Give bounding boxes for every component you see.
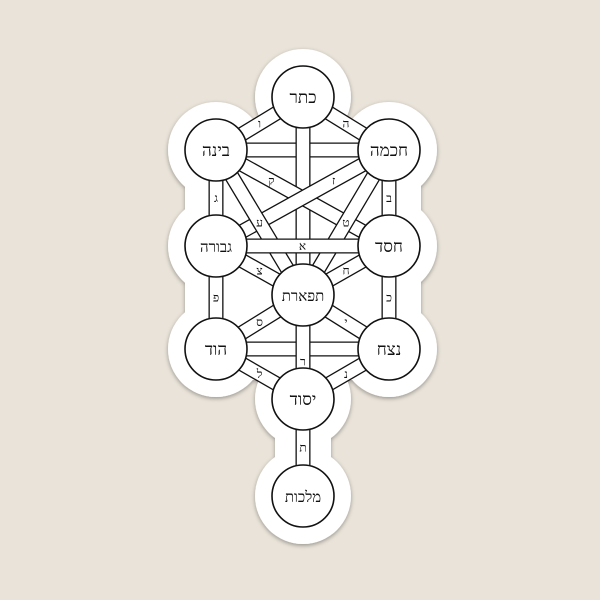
path-chokhmah-gevurah: ז — [212, 143, 393, 253]
sephirah-binah: בינה — [184, 118, 248, 182]
path-letter: ו — [258, 117, 261, 131]
sephirah-label: בינה — [202, 141, 230, 161]
path-letter: ל — [256, 367, 263, 381]
path-letter: נ — [344, 367, 348, 381]
sephirah-label: תפארת — [282, 287, 325, 305]
sephirah-label: חסד — [375, 237, 403, 257]
sephirah-label: הוד — [205, 340, 227, 360]
path-letter: ה — [343, 117, 350, 131]
path-letter: ת — [299, 441, 306, 455]
sephirah-gevurah: גבורה — [184, 214, 248, 278]
path-letter: צ — [256, 264, 262, 278]
sephirah-label: נצח — [377, 340, 402, 360]
path-letter: ר — [300, 355, 306, 369]
sephirah-yesod: יסוד — [271, 367, 335, 431]
path-letter: א — [299, 239, 306, 253]
sephirah-chesed: חסד — [357, 214, 421, 278]
sephirah-label: גבורה — [200, 238, 232, 256]
path-letter: ט — [342, 216, 349, 230]
path-letter: פ — [213, 291, 219, 305]
sephirah-label: מלכות — [285, 488, 321, 506]
path-letter: ס — [256, 315, 263, 329]
path-letter: ב — [386, 191, 392, 205]
path-letter: ג — [214, 191, 218, 205]
path-letter: ח — [342, 264, 349, 278]
sephirah-label: כתר — [289, 88, 316, 108]
sephirah-hod: הוד — [184, 317, 248, 381]
path-letter: י — [344, 315, 347, 329]
sephirah-malkhut: מלכות — [271, 464, 335, 528]
path-letter: ע — [256, 216, 263, 230]
sephirah-netzach: נצח — [357, 317, 421, 381]
sephirah-keter: כתר — [271, 65, 335, 129]
path-letter: ק — [268, 174, 274, 188]
sephirah-label: יסוד — [290, 390, 317, 410]
sephirah-chokhmah: חכמה — [357, 118, 421, 182]
path-letter: ז — [332, 174, 335, 188]
path-letter: כ — [386, 291, 392, 305]
sephirah-label: חכמה — [370, 141, 408, 161]
sephirah-tiferet: תפארת — [271, 263, 335, 327]
